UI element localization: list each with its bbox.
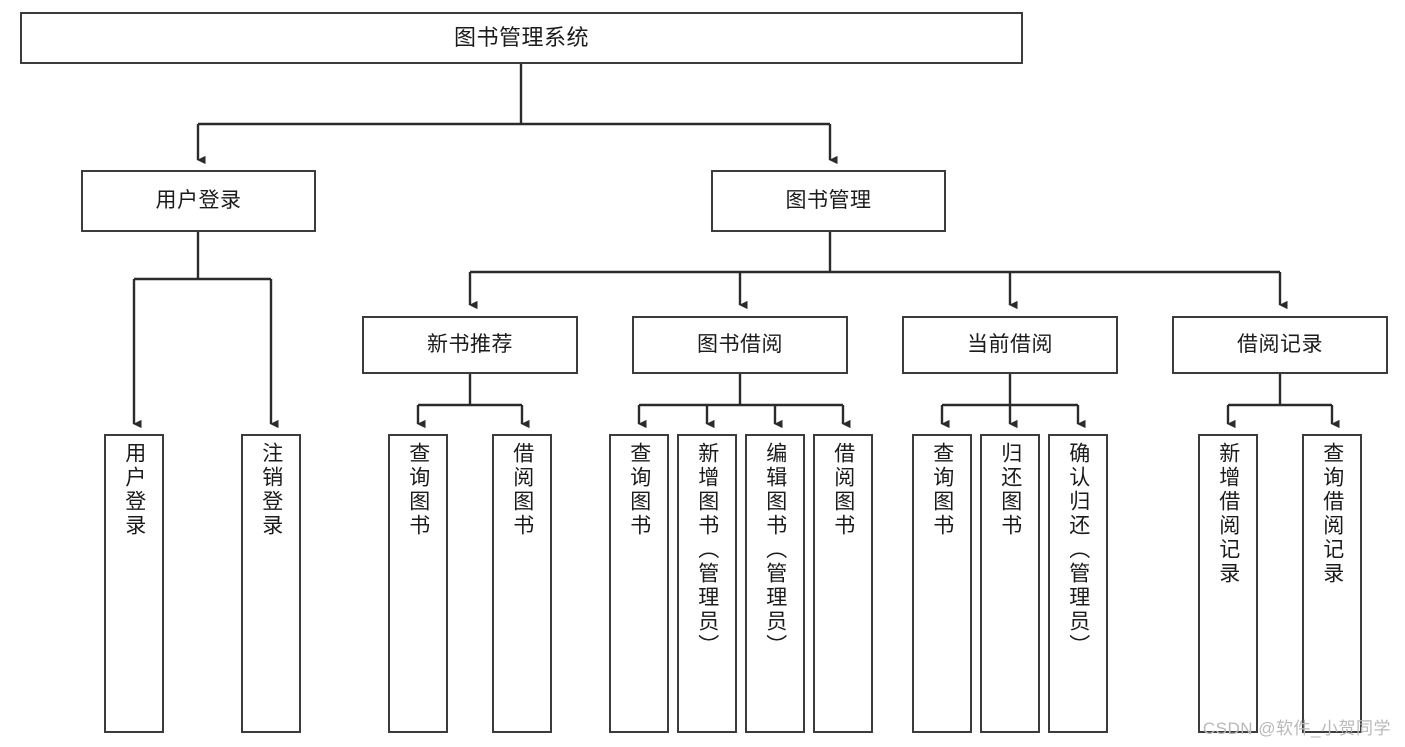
node-user-login[interactable]: 用户登录 (81, 170, 316, 232)
leaf-user-login-login[interactable]: 用户登录 (104, 434, 164, 733)
csdn-watermark: CSDN @软件_小贺同学 (1202, 719, 1391, 738)
node-new-book-recommend[interactable]: 新书推荐 (362, 316, 578, 374)
node-label: 图书管理 (785, 188, 872, 212)
leaf-book-borrow-add[interactable]: 新增图书（管理员） (677, 434, 737, 733)
node-root-system[interactable]: 图书管理系统 (20, 12, 1023, 64)
node-label: 用户登录 (122, 442, 146, 538)
node-label: 归还图书 (998, 442, 1022, 538)
leaf-current-borrow-confirm-return[interactable]: 确认归还（管理员） (1048, 434, 1108, 733)
node-label: 新增图书（管理员） (695, 442, 719, 658)
node-label: 当前借阅 (967, 332, 1053, 356)
leaf-current-borrow-query[interactable]: 查询图书 (912, 434, 972, 733)
leaf-book-borrow-edit[interactable]: 编辑图书（管理员） (745, 434, 805, 733)
leaf-book-borrow-query[interactable]: 查询图书 (609, 434, 669, 733)
node-label: 借阅记录 (1237, 332, 1323, 356)
node-label: 确认归还（管理员） (1066, 442, 1090, 658)
leaf-borrow-record-query[interactable]: 查询借阅记录 (1302, 434, 1362, 733)
node-label: 图书借阅 (697, 332, 783, 356)
leaf-user-login-logout[interactable]: 注销登录 (241, 434, 301, 733)
node-label: 用户登录 (155, 188, 242, 212)
node-label: 新增借阅记录 (1216, 442, 1240, 586)
node-book-borrow[interactable]: 图书借阅 (632, 316, 848, 374)
node-label: 图书管理系统 (453, 25, 589, 51)
leaf-borrow-record-add[interactable]: 新增借阅记录 (1198, 434, 1258, 733)
node-label: 编辑图书（管理员） (763, 442, 787, 658)
node-borrow-record[interactable]: 借阅记录 (1172, 316, 1388, 374)
node-current-borrow[interactable]: 当前借阅 (902, 316, 1118, 374)
node-book-management[interactable]: 图书管理 (711, 170, 946, 232)
node-label: 新书推荐 (427, 332, 513, 356)
node-label: 注销登录 (259, 442, 283, 538)
node-label: 查询图书 (930, 442, 954, 538)
leaf-new-book-borrow[interactable]: 借阅图书 (492, 434, 552, 733)
node-label: 查询图书 (406, 442, 430, 538)
node-label: 查询图书 (627, 442, 651, 538)
node-label: 借阅图书 (831, 442, 855, 538)
leaf-book-borrow-borrow[interactable]: 借阅图书 (813, 434, 873, 733)
leaf-new-book-query[interactable]: 查询图书 (388, 434, 448, 733)
node-label: 借阅图书 (510, 442, 534, 538)
leaf-current-borrow-return[interactable]: 归还图书 (980, 434, 1040, 733)
node-label: 查询借阅记录 (1320, 442, 1344, 586)
